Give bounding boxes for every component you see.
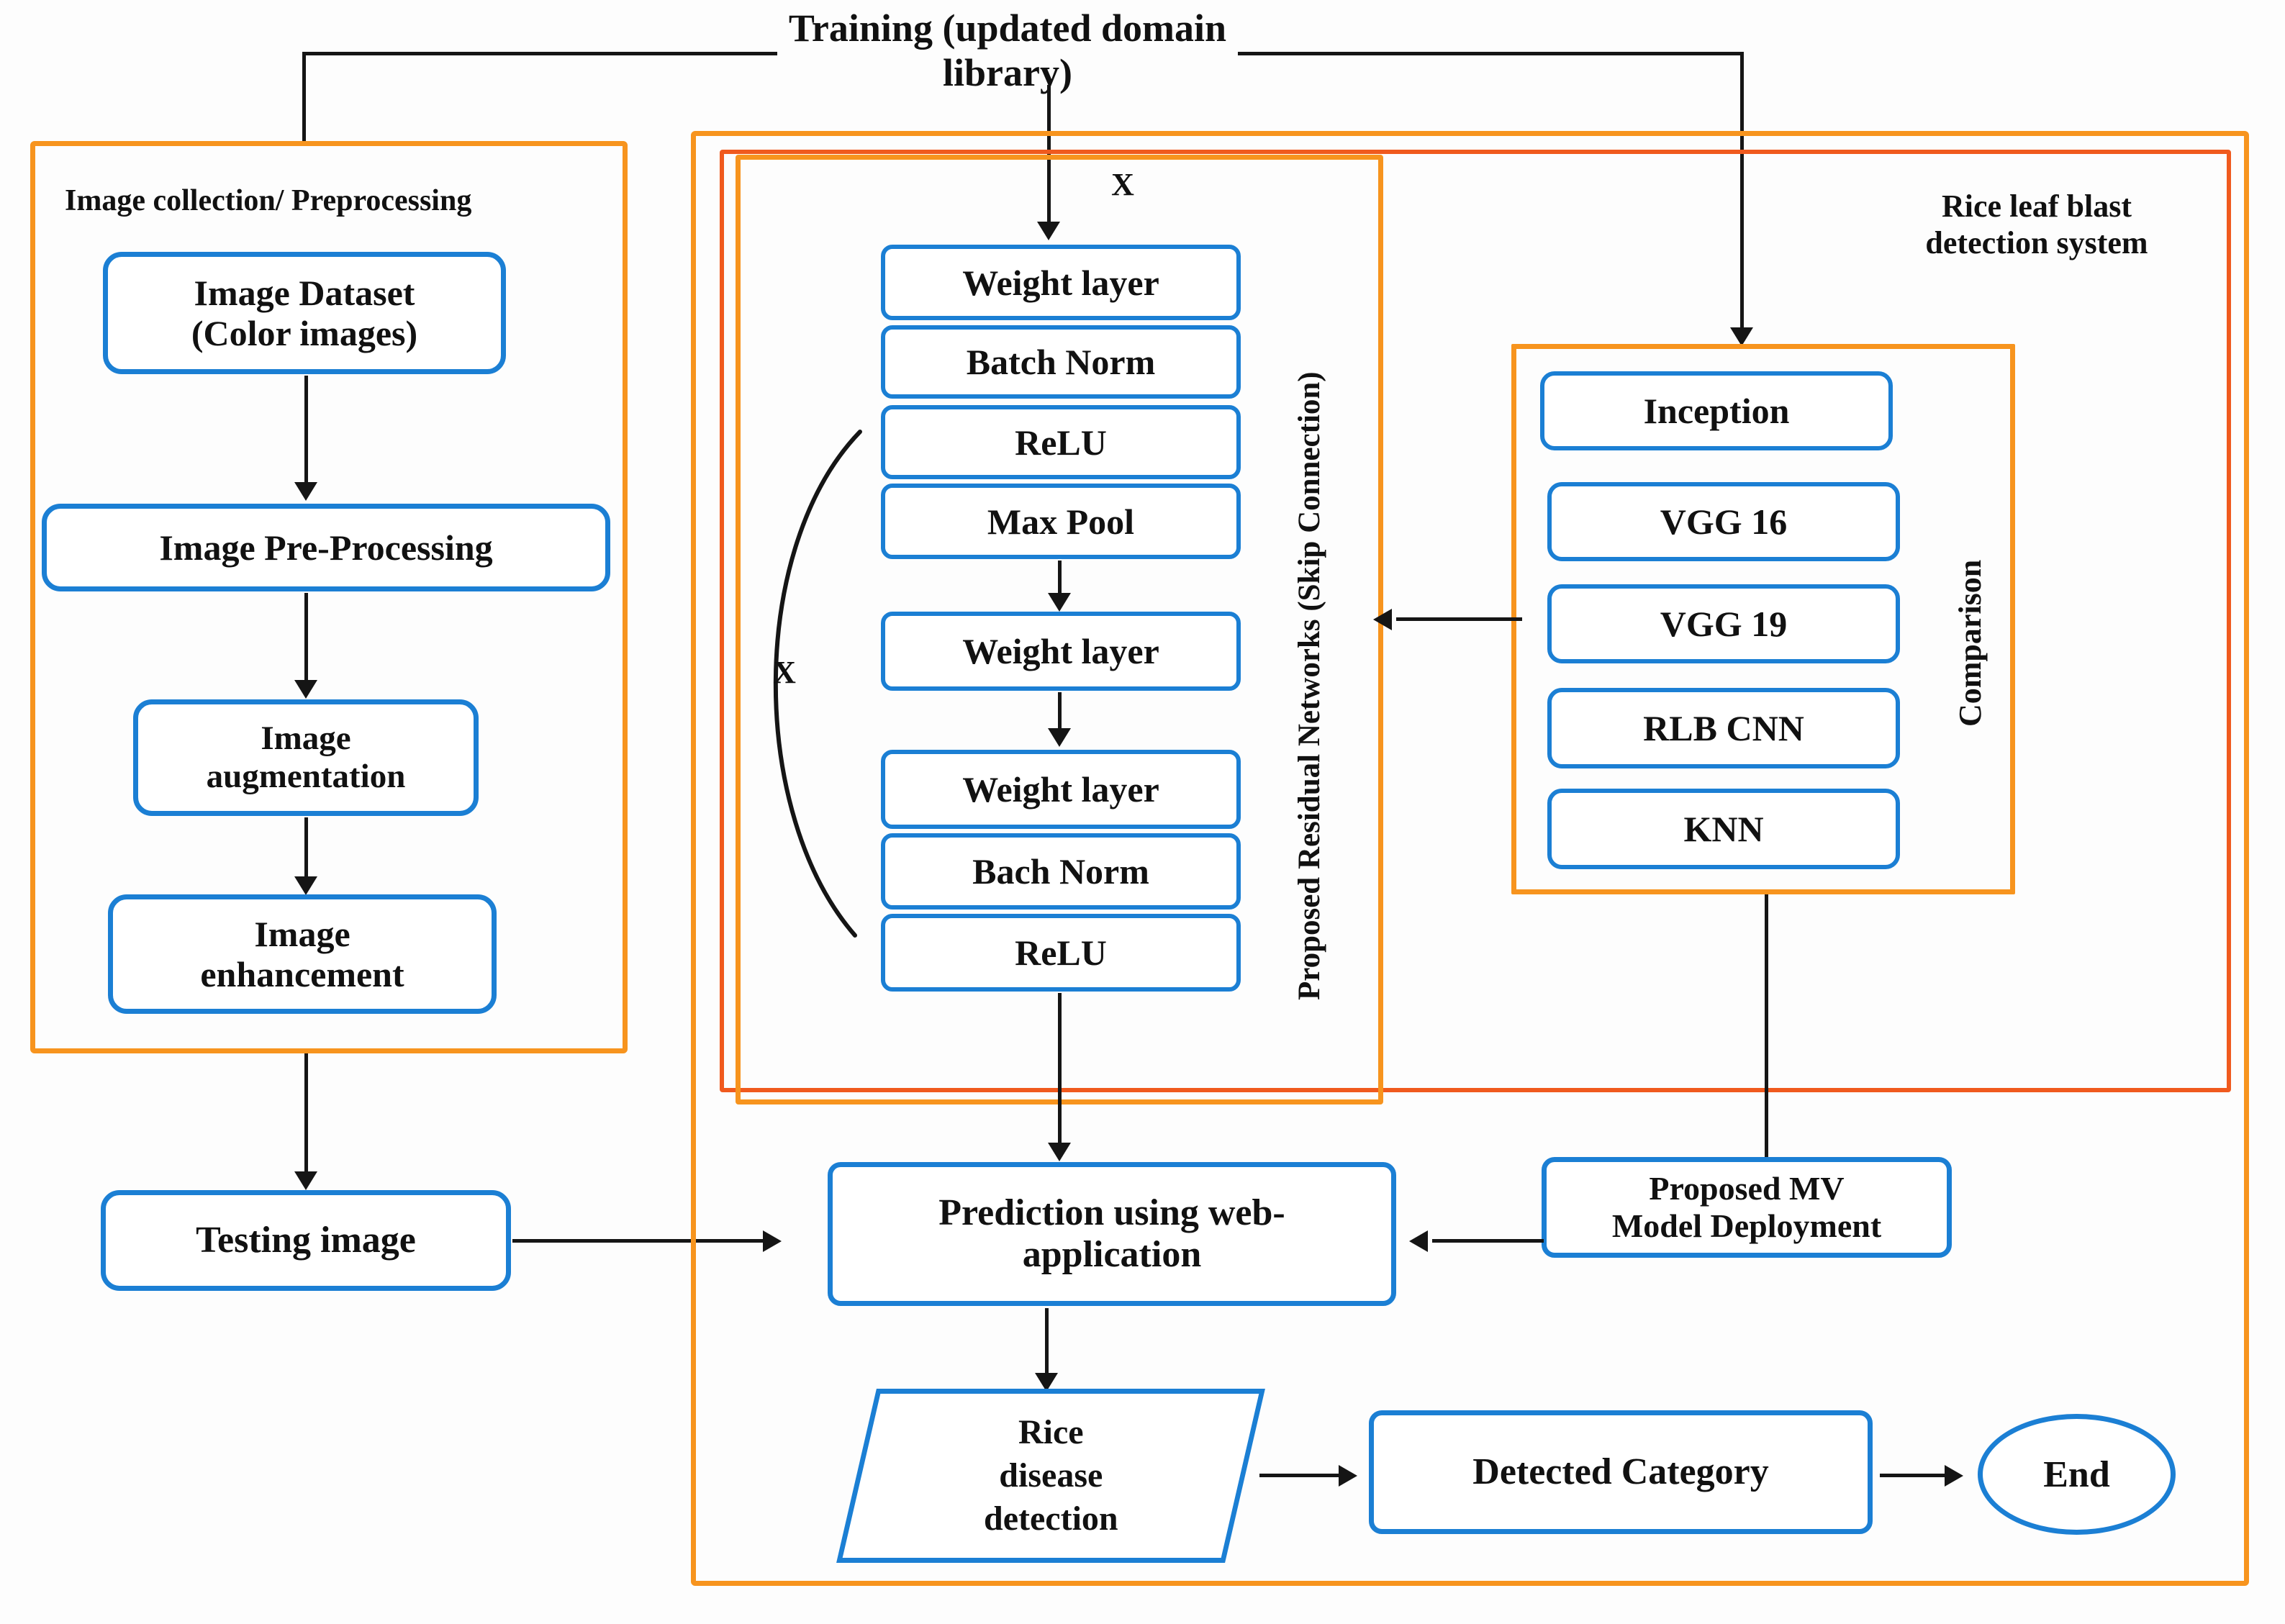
skip-marker-side: X [773,655,796,690]
node-image-preprocessing-label: Image Pre-Processing [159,527,493,568]
arrow-testing-to-prediction-head [763,1230,782,1252]
node-model-deployment[interactable]: Proposed MV Model Deployment [1542,1157,1952,1258]
arrow-maxpool-to-weight2-head [1048,593,1071,612]
node-rice-disease-detection[interactable]: Rice disease detection [836,1389,1265,1563]
panel-training-inner-frame [720,150,2231,1092]
panel-image-collection [30,141,628,1053]
top-bus-left-drop [302,52,306,143]
top-bus-right-arrowhead [1730,327,1753,346]
cell-max-pool[interactable]: Max Pool [881,484,1241,559]
node-model-knn[interactable]: KNN [1547,789,1900,869]
skip-marker-top: X [1111,167,1134,202]
arrow-deployment-to-prediction-head [1409,1230,1428,1252]
arrow-aug-to-enh-line [304,817,308,884]
cell-relu-1-label: ReLU [1015,422,1107,463]
panel-detection-system-title: Rice leaf blast detection system [1925,189,2148,260]
cell-relu-2-label: ReLU [1015,933,1107,973]
arrow-decision-to-category-line [1259,1474,1340,1477]
node-image-dataset[interactable]: Image Dataset (Color images) [103,252,506,374]
arrow-enh-to-testing-line [304,1053,308,1179]
arrow-enh-to-testing-head [294,1171,317,1190]
arrow-aug-to-enh-head [294,876,317,895]
node-end-label: End [2043,1453,2110,1495]
arrow-preproc-to-aug-head [294,680,317,699]
node-model-rlb-cnn[interactable]: RLB CNN [1547,688,1900,768]
arrow-preproc-to-aug-line [304,593,308,686]
node-model-vgg19-label: VGG 19 [1660,604,1788,644]
cell-batch-norm-1[interactable]: Batch Norm [881,325,1241,399]
arrow-dataset-to-preproc-head [294,482,317,501]
arrow-prediction-to-decision-line [1045,1308,1049,1380]
node-testing-image[interactable]: Testing image [101,1190,511,1291]
node-model-inception-label: Inception [1643,391,1790,431]
node-rice-disease-detection-line1: Rice [1018,1413,1084,1451]
node-image-enhancement-line2: enhancement [200,954,404,994]
node-model-inception[interactable]: Inception [1540,371,1893,450]
top-bus-right-segment [1238,52,1742,55]
node-rice-disease-detection-line3: detection [983,1500,1118,1538]
panel-residual-network-title: Proposed Residual Networks (Skip Connect… [1293,371,1326,1000]
node-image-enhancement-line1: Image [254,914,350,954]
cell-batch-norm-1-label: Batch Norm [966,342,1156,382]
arrow-weight2-to-weight3-head [1048,728,1071,747]
arrow-comparison-to-resnet-head [1373,609,1392,630]
node-model-vgg19[interactable]: VGG 19 [1547,584,1900,663]
node-prediction-web-app-line1: Prediction using web- [938,1192,1285,1233]
arrow-dataset-to-preproc-line [304,376,308,489]
arrow-comparison-to-resnet-line [1396,617,1522,621]
cell-weight-layer-2-label: Weight layer [962,631,1159,671]
arrow-category-to-end-head [1945,1465,1963,1487]
node-end[interactable]: End [1978,1414,2176,1535]
arrow-resnet-to-prediction-line [1058,993,1062,1148]
node-rice-disease-detection-line2: disease [998,1456,1103,1494]
node-image-dataset-line1: Image Dataset [194,273,415,313]
panel-comparison-title-wrap: Comparison [1952,560,2119,763]
node-model-deployment-line2: Model Deployment [1611,1207,1882,1244]
node-image-dataset-line2: (Color images) [191,313,418,353]
node-model-vgg16-label: VGG 16 [1660,502,1788,542]
node-image-augmentation[interactable]: Image augmentation [133,699,479,816]
cell-bach-norm-2-label: Bach Norm [972,851,1149,892]
cell-weight-layer-3-label: Weight layer [962,769,1159,809]
arrow-weight2-to-weight3-line [1058,692,1062,734]
top-bus-left-segment [302,52,777,55]
node-image-augmentation-line1: Image [261,720,351,758]
cell-relu-2[interactable]: ReLU [881,914,1241,992]
panel-residual-network-title-wrap: Proposed Residual Networks (Skip Connect… [1292,371,1921,1035]
node-model-deployment-line1: Proposed MV [1649,1170,1845,1207]
diagram-title: Training (updated domain library) [788,6,1227,95]
arrow-decision-to-category-head [1339,1465,1357,1487]
node-model-vgg16[interactable]: VGG 16 [1547,482,1900,561]
line-comparison-to-deployment [1765,894,1768,1158]
node-testing-image-label: Testing image [196,1219,416,1261]
arrow-category-to-end-line [1880,1474,1946,1477]
panel-image-collection-title: Image collection/ Preprocessing [65,184,472,217]
cell-relu-1[interactable]: ReLU [881,405,1241,479]
node-prediction-web-app[interactable]: Prediction using web- application [828,1162,1396,1306]
cell-max-pool-label: Max Pool [987,501,1135,542]
node-prediction-web-app-line2: application [1022,1234,1202,1275]
node-detected-category[interactable]: Detected Category [1369,1410,1873,1534]
node-image-preprocessing[interactable]: Image Pre-Processing [42,504,610,591]
cell-bach-norm-2[interactable]: Bach Norm [881,833,1241,909]
arrow-testing-to-prediction-line [512,1239,764,1243]
panel-comparison-title: Comparison [1953,559,1988,727]
node-detected-category-label: Detected Category [1472,1451,1769,1492]
cell-weight-layer-2[interactable]: Weight layer [881,612,1241,691]
top-bus-right-drop [1740,52,1744,340]
arrow-resnet-to-prediction-head [1048,1143,1071,1161]
cell-weight-layer-3[interactable]: Weight layer [881,750,1241,829]
cell-weight-layer-1[interactable]: Weight layer [881,245,1241,320]
cell-weight-layer-1-label: Weight layer [962,262,1159,303]
node-model-knn-label: KNN [1683,809,1764,849]
top-bus-center-arrowhead [1037,222,1060,240]
node-image-enhancement[interactable]: Image enhancement [108,894,497,1014]
arrow-maxpool-to-weight2-line [1058,561,1062,600]
node-image-augmentation-line2: augmentation [206,758,406,795]
arrow-deployment-to-prediction-line [1432,1239,1544,1243]
arrow-prediction-to-decision-head [1035,1373,1058,1392]
node-model-rlb-cnn-label: RLB CNN [1643,708,1804,748]
panel-detection-system [691,131,2249,1586]
